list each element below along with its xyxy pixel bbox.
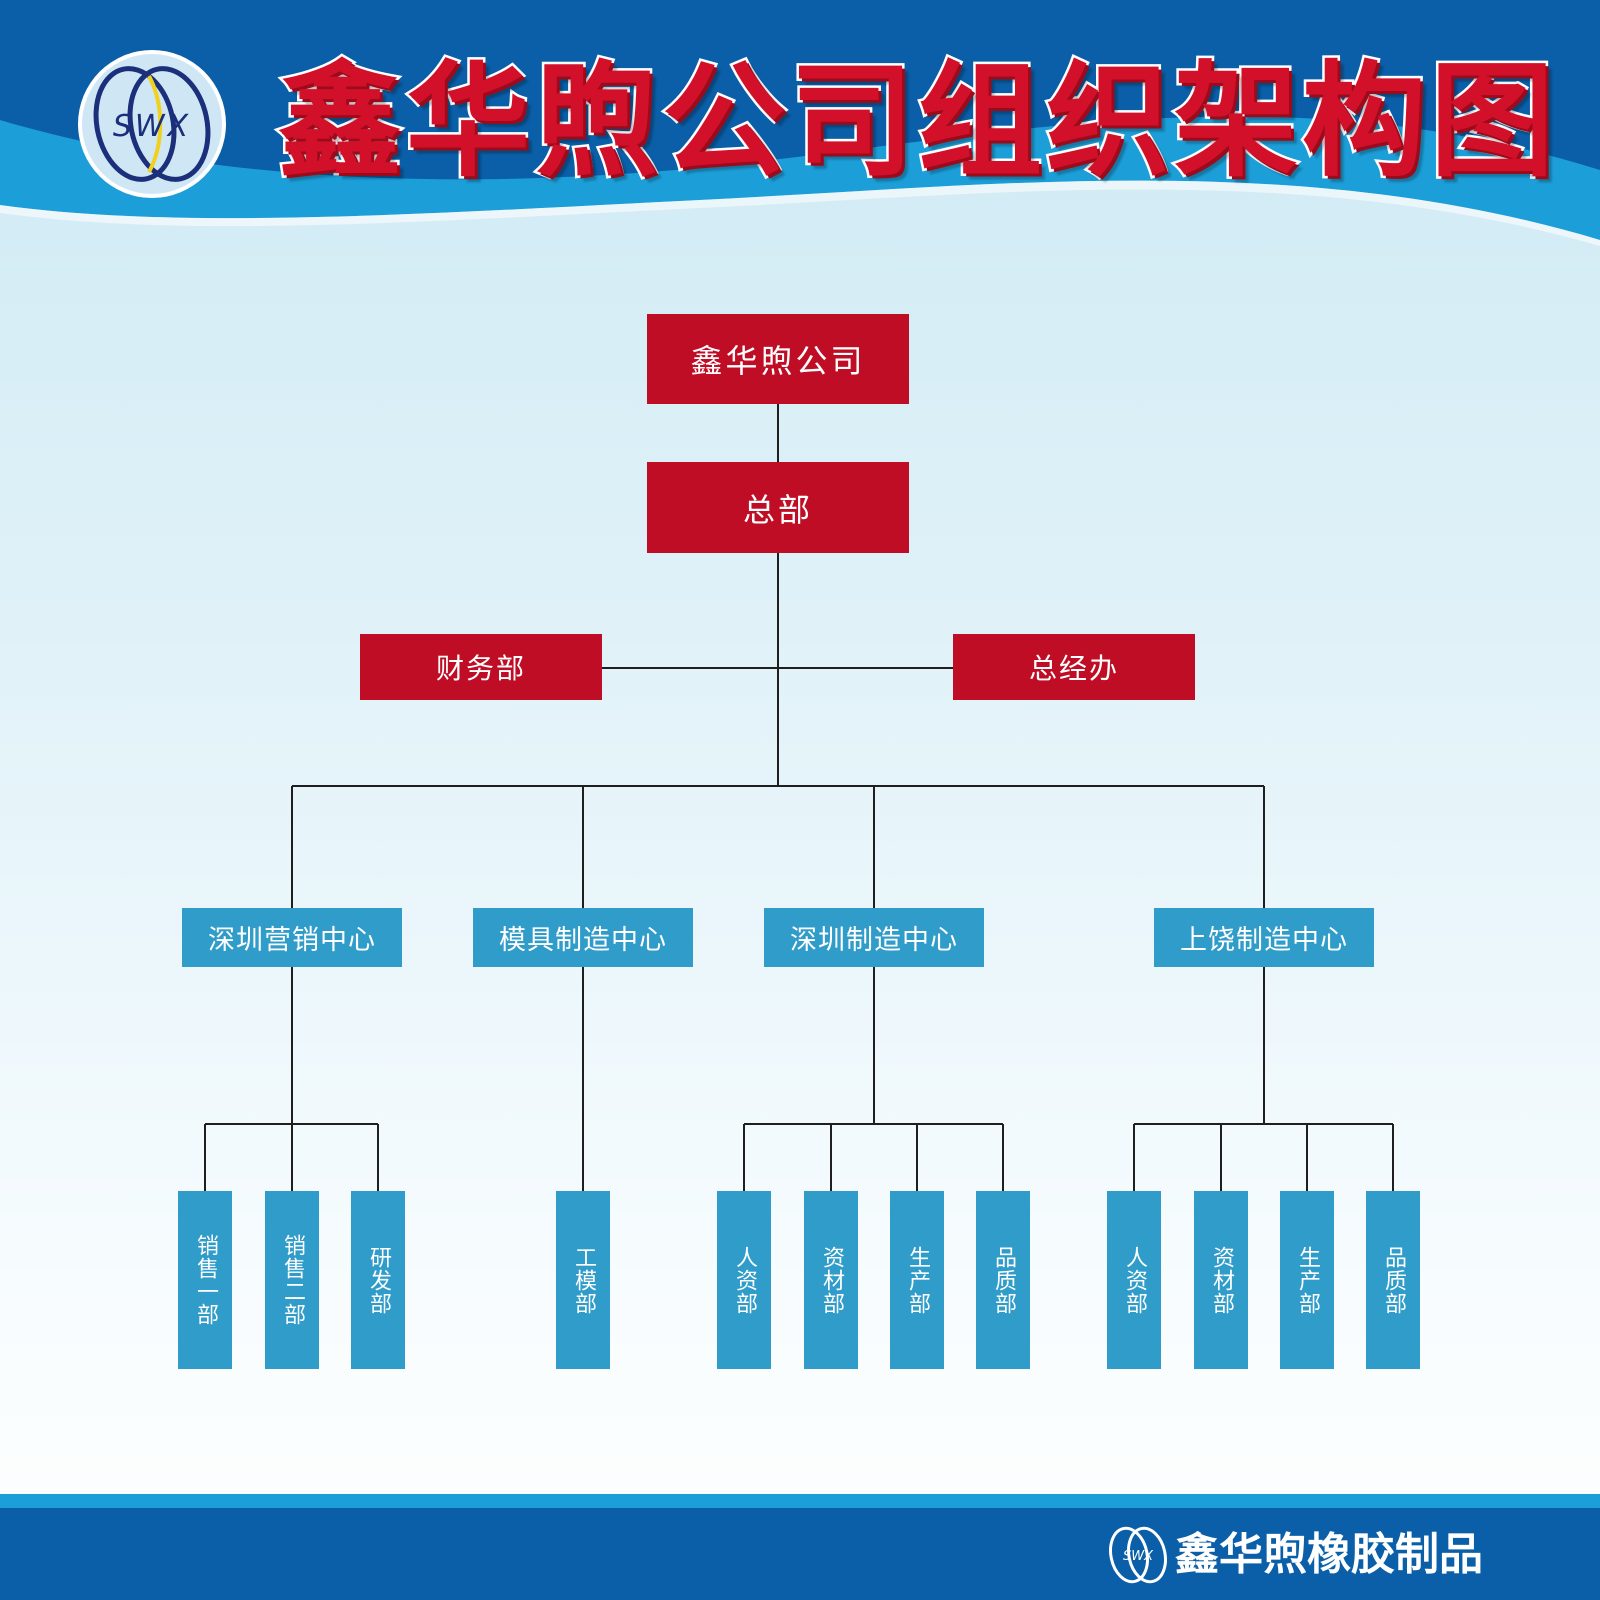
node-finance-dept: 财务部 bbox=[360, 634, 602, 700]
node-center-shenzhen-manufacturing: 深圳制造中心 bbox=[764, 908, 984, 967]
header-dark-band bbox=[0, 0, 1600, 180]
header-logo: SWX bbox=[78, 50, 226, 198]
footer-logo-text: SWX bbox=[1123, 1549, 1154, 1564]
node-dept-sz-materials: 资材部 bbox=[804, 1191, 858, 1369]
node-dept-sr-production: 生产部 bbox=[1280, 1191, 1334, 1369]
node-center-shangrao-manufacturing: 上饶制造中心 bbox=[1154, 908, 1374, 967]
footer-band bbox=[0, 1508, 1600, 1600]
node-dept-sz-production: 生产部 bbox=[890, 1191, 944, 1369]
header-logo-text: SWX bbox=[113, 109, 191, 144]
node-dept-sr-materials: 资材部 bbox=[1194, 1191, 1248, 1369]
node-dept-rnd: 研发部 bbox=[351, 1191, 405, 1369]
page-title: 鑫华煦公司组织架构图 bbox=[276, 50, 1559, 195]
node-dept-sz-quality: 品质部 bbox=[976, 1191, 1030, 1369]
node-dept-sales-1: 销售一部 bbox=[178, 1191, 232, 1369]
footer-logo: SWX bbox=[1109, 1526, 1167, 1584]
node-dept-sr-hr: 人资部 bbox=[1107, 1191, 1161, 1369]
node-root-company: 鑫华煦公司 bbox=[647, 314, 909, 404]
node-general-office: 总经办 bbox=[953, 634, 1195, 700]
node-dept-tooling: 工模部 bbox=[556, 1191, 610, 1369]
footer-brand-name: 鑫华煦橡胶制品 bbox=[1175, 1529, 1483, 1580]
node-dept-sales-2: 销售二部 bbox=[265, 1191, 319, 1369]
node-dept-sr-quality: 品质部 bbox=[1366, 1191, 1420, 1369]
footer-light-strip bbox=[0, 1494, 1600, 1508]
connector-lines bbox=[204, 404, 1394, 1191]
node-headquarters: 总部 bbox=[647, 462, 909, 553]
node-dept-sz-hr: 人资部 bbox=[717, 1191, 771, 1369]
node-center-mold-manufacturing: 模具制造中心 bbox=[473, 908, 693, 967]
node-center-shenzhen-sales: 深圳营销中心 bbox=[182, 908, 402, 967]
